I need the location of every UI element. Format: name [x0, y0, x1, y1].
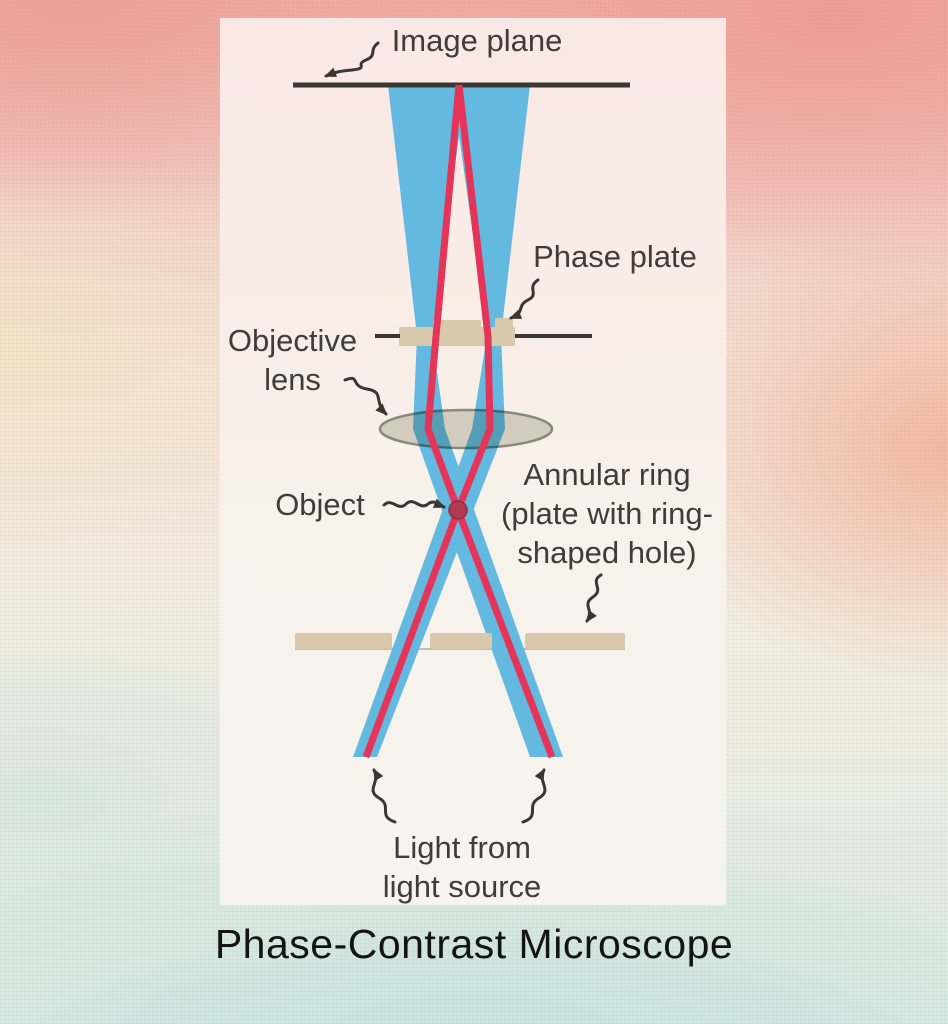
- annular-ring-label-line1: Annular ring: [523, 457, 691, 492]
- object-dot: [448, 500, 468, 520]
- object-arrow-icon: [382, 498, 446, 509]
- objective-lens-shape: [378, 408, 554, 450]
- red-ray-right: [362, 84, 494, 759]
- annular-ring-segment-middle: [430, 633, 492, 649]
- diagram-canvas: [293, 41, 630, 824]
- light-source-arrow-left-icon: [371, 768, 397, 824]
- objective-lens-label-line2: lens: [264, 362, 321, 397]
- objective-lens-label-line1: Objective: [227, 323, 358, 358]
- annular-ring-segment-left: [295, 633, 392, 649]
- annular-ring-label-line3: shaped hole): [517, 535, 697, 570]
- phase-plate-label: Phase plate: [533, 239, 697, 274]
- annular-ring-label: Annular ring (plate with ring- shaped ho…: [497, 455, 717, 572]
- light-source-label: Light from light source: [362, 828, 562, 906]
- image-plane-label: Image plane: [391, 23, 563, 58]
- object-label: Object: [275, 487, 365, 522]
- page-title: Phase-Contrast Microscope: [214, 921, 734, 967]
- image-plane-arrow-icon: [324, 41, 380, 78]
- phase-plate-center-block: [433, 320, 481, 346]
- phase-plate-right-block: [495, 318, 513, 332]
- red-ray-left: [424, 84, 556, 759]
- objective-lens-arrow-icon: [343, 376, 388, 416]
- beam-upper-left: [388, 85, 466, 429]
- phase-plate-arrow-icon: [509, 278, 540, 320]
- light-source-label-line1: Light from: [393, 830, 531, 865]
- objective-lens-label: Objective lens: [220, 321, 365, 399]
- annular-ring-segment-right: [525, 633, 625, 649]
- light-source-arrow-right-icon: [521, 768, 547, 824]
- light-source-label-line2: light source: [382, 869, 542, 904]
- annular-ring-label-line2: (plate with ring-: [501, 496, 713, 531]
- annular-ring-arrow-icon: [585, 573, 603, 623]
- diagram-panel: Image plane Phase plate Objective lens O…: [220, 18, 726, 905]
